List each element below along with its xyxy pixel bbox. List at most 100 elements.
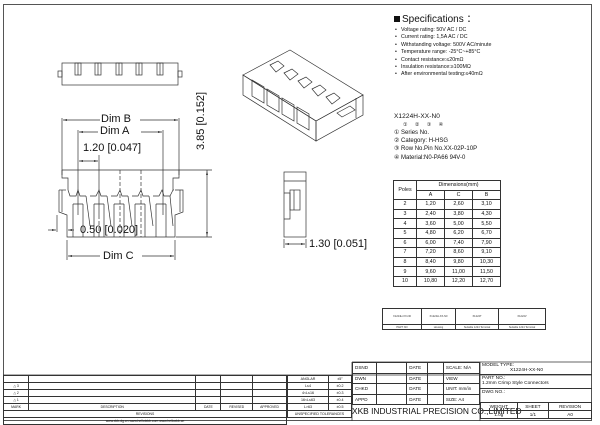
model-type-value: X1224H-XX-N0 xyxy=(510,368,544,373)
drawing-frame xyxy=(3,4,592,421)
signoff-date[interactable] xyxy=(427,383,444,395)
dimension-cell: 8,40 xyxy=(416,256,445,268)
spec-item: After environmental testing:≤40mΩ xyxy=(394,71,491,79)
revision-mark: △ 2 xyxy=(2,389,30,397)
signoff-date[interactable] xyxy=(427,362,444,374)
spec-item: Temperature range: -25°C~+85°C xyxy=(394,49,491,57)
revised-label: REVISED xyxy=(220,403,254,411)
mark-label: MARK xyxy=(2,403,30,411)
tolerance-range: ANGLAR xyxy=(287,375,329,383)
signoff-date-label: DATE xyxy=(406,372,429,384)
poles-cell: 8 xyxy=(393,256,417,268)
model-code-markers: ① ② ③ ④ xyxy=(403,122,447,128)
dimension-cell: 4,30 xyxy=(472,208,501,220)
tolerance-value: ±0.2 xyxy=(328,382,352,390)
dimension-cell: 5,00 xyxy=(444,218,473,229)
revision-label: REVISION xyxy=(548,402,592,411)
side-width-dimension: 1.30 [0.051] xyxy=(309,238,368,250)
dimension-cell: 1,20 xyxy=(416,199,445,210)
mini-cell: PART NO xyxy=(382,324,422,330)
side-view-drawing xyxy=(283,171,307,248)
signoff-name[interactable] xyxy=(375,362,408,374)
sheet-label: SHEET xyxy=(516,402,550,411)
tolerance-value: ±0.3 xyxy=(328,389,352,397)
dimension-cell: 6,20 xyxy=(444,227,473,239)
dwg-no-label: DWG NO.: xyxy=(482,390,505,395)
mini-cell: Suitable 1224 Terminal xyxy=(498,324,546,330)
tolerance-value: ±0.5 xyxy=(328,403,352,411)
spec-item: Current rating: 1,5A AC / DC xyxy=(394,34,491,42)
poles-cell: 6 xyxy=(393,237,417,249)
specifications-title: Specifications ： xyxy=(402,14,477,25)
part-no-value: 1.2mm Crimp Style Connectors xyxy=(482,381,549,386)
signoff-date[interactable] xyxy=(427,372,444,384)
signoff-date-label: DATE xyxy=(406,383,429,395)
spec-item: Withstanding voltage: 500V AC/minute xyxy=(394,42,491,50)
model-code-block: X1224H-XX-N0 ① ② ③ ④ ① Series No. ② Cate… xyxy=(394,113,477,162)
dimension-cell: 3,10 xyxy=(472,199,501,210)
dimension-cell: 12,70 xyxy=(472,275,501,287)
signoff-info: VIEW xyxy=(442,372,481,384)
tolerance-footer: UNSPECIFIED TOLERANCES xyxy=(287,410,352,418)
square-bullet-icon xyxy=(394,16,400,22)
legend-item: ③ Row No.Pin No.XX-02P-10P xyxy=(394,146,478,153)
signoff-name[interactable] xyxy=(375,372,408,384)
dimension-cell: 5,50 xyxy=(472,218,501,229)
title-block-right: MODEL TYPE: X1224H-XX-N0 PART NO.: 1.2mm… xyxy=(480,362,592,421)
wall-dimension: 0.50 [0.020] xyxy=(80,224,139,236)
header-col-b: B xyxy=(472,189,501,201)
part-no-label: PART NO.: xyxy=(482,376,506,381)
dimension-cell: 7,40 xyxy=(444,237,473,249)
signoff-role: CHKD xyxy=(352,383,377,395)
website-links[interactable]: www.xkb-dg.cn www.hellotxkb.com www.hell… xyxy=(3,417,287,425)
signoff-role: DSND xyxy=(352,362,377,374)
tolerance-range: L>63 xyxy=(287,403,329,411)
tolerance-row: 16<L≤63±0.4 xyxy=(287,396,352,404)
dimension-cell: 3,60 xyxy=(416,218,445,229)
specifications-block: Specifications ： Voltage rating: 50V AC … xyxy=(394,14,491,79)
spec-item: Contact resistance:≤20mΩ xyxy=(394,57,491,65)
part-reference-table: X1224H-XX-N0 X1224H-XX-N0 X1224T X1224V … xyxy=(382,308,546,330)
signoff-name[interactable] xyxy=(375,383,408,395)
mini-cell: Suitable 1224 Terminal xyxy=(455,324,499,330)
mini-cell: X1224H-XX-N0 xyxy=(382,308,422,325)
revision-value: A0 xyxy=(548,410,592,419)
weight-label: WEIGHT xyxy=(480,402,518,411)
pitch-dimension: 1.20 [0.047] xyxy=(83,142,142,154)
dimension-cell: 4,80 xyxy=(416,227,445,239)
mini-cell: X1224T xyxy=(455,308,499,325)
model-code-legend: ① Series No. ② Category: H-HSG ③ Row No.… xyxy=(394,129,477,162)
dimension-cell: 6,00 xyxy=(416,237,445,249)
mini-cell: X1224H-XX-N0 xyxy=(421,308,456,325)
signoff-info: SIZE: A4 xyxy=(442,393,481,405)
weight-value: 1.0g xyxy=(480,410,518,419)
revisions-table: △ 3 △ 2 △ 1 MARK DESCRIPTION DATE REVISE… xyxy=(2,375,287,425)
poles-cell: 10 xyxy=(393,275,417,287)
description-label: DESCRIPTION xyxy=(28,403,197,411)
dimension-cell: 7,20 xyxy=(416,247,445,258)
model-type-label: MODEL TYPE: xyxy=(482,363,514,368)
revisions-label: REVISIONS xyxy=(3,410,287,418)
poles-cell: 4 xyxy=(393,218,417,229)
signoff-name[interactable] xyxy=(375,393,408,405)
poles-cell: 2 xyxy=(393,199,417,210)
dimension-cell: 2,40 xyxy=(416,208,445,220)
signoff-date-label: DATE xyxy=(406,393,429,405)
mini-cell: X1224V xyxy=(498,308,546,325)
specifications-list: Voltage rating: 50V AC / DC Current rati… xyxy=(394,27,491,79)
tolerance-range: L≤4 xyxy=(287,382,329,390)
dimension-cell: 10,80 xyxy=(416,275,445,287)
height-dimension: 3.85 [0.152] xyxy=(195,91,207,150)
